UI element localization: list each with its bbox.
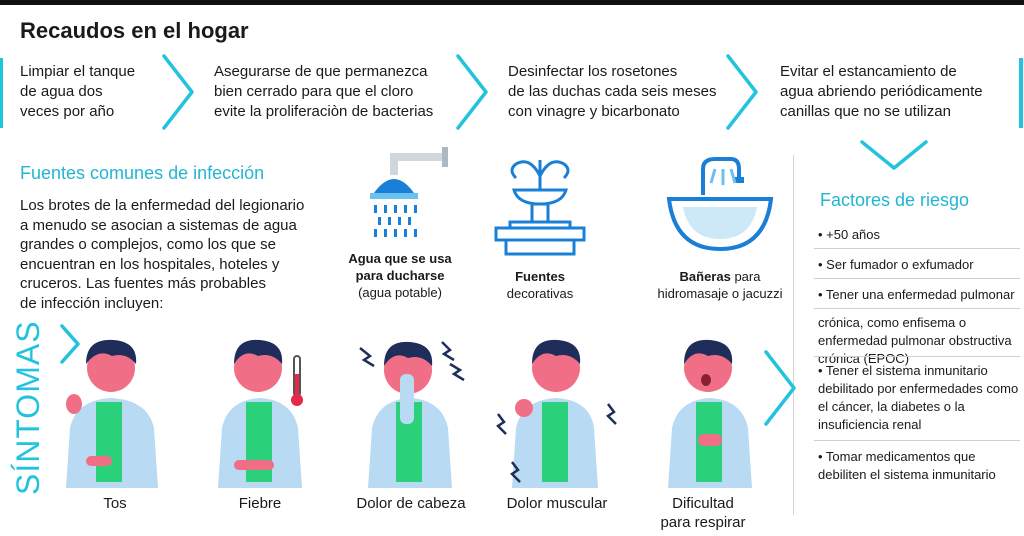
risk-item: • Ser fumador o exfumador <box>818 257 974 272</box>
sources-heading: Fuentes comunes de infección <box>20 163 265 183</box>
chevron-right-icon <box>162 54 194 130</box>
sources-body: Los brotes de la enfermedad del legionar… <box>20 197 305 312</box>
fountain-caption: Fuentes decorativas <box>506 269 574 301</box>
symptoms-heading: SÍNTOMAS <box>10 320 46 495</box>
chevron-down-icon <box>860 140 928 170</box>
shower-caption: Agua que se usa para ducharse (agua pota… <box>348 251 452 300</box>
symptom-label: Fiebre <box>238 495 282 512</box>
risk-heading: Factores de riesgo <box>820 190 970 210</box>
chevron-right-icon <box>764 350 796 426</box>
chevron-right-icon <box>456 54 488 130</box>
left-accent-bar <box>0 58 3 128</box>
bathtub-caption: Bañeras para hidromasaje o jacuzzi <box>657 269 783 301</box>
symptom-label: Dificultad para respirar <box>660 495 746 531</box>
risk-item: • Tener el sistema inmunitario debilitad… <box>818 363 1019 432</box>
person-muscle-pain-illustration <box>496 339 617 488</box>
step-1: Limpiar el tanque de agua dos veces por … <box>20 63 136 120</box>
chevron-right-icon <box>60 324 80 364</box>
right-accent-bar <box>1019 58 1023 128</box>
risk-item: • Tener una enfermedad pulmonar <box>818 287 1015 302</box>
symptom-label: Dolor de cabeza <box>356 495 466 512</box>
risk-separator <box>814 308 1020 309</box>
risk-item: crónica, como enfisema o enfermedad pulm… <box>818 315 1012 366</box>
risk-item: • Tomar medicamentos que debiliten el si… <box>818 449 996 482</box>
step-2: Asegurarse de que permanezca bien cerrad… <box>214 63 434 120</box>
bathtub-icon <box>666 157 774 252</box>
person-headache-illustration <box>359 341 465 488</box>
person-fever-illustration <box>218 339 303 488</box>
risk-separator <box>814 278 1020 279</box>
person-coughing-illustration <box>66 339 158 488</box>
symptom-label: Tos <box>103 495 127 512</box>
top-rule <box>0 0 1024 5</box>
shower-icon <box>370 147 448 237</box>
symptom-label: Dolor muscular <box>506 495 608 512</box>
chevron-right-icon <box>726 54 758 130</box>
person-breathing-illustration <box>668 339 752 488</box>
risk-separator <box>814 248 1020 249</box>
fountain-icon <box>494 160 586 256</box>
step-4: Evitar el estancamiento de agua abriendo… <box>780 63 983 120</box>
risk-item: • +50 años <box>818 227 881 242</box>
page-title: Recaudos en el hogar <box>20 18 249 43</box>
section-divider <box>793 155 794 515</box>
step-3: Desinfectar los rosetones de las duchas … <box>508 63 717 120</box>
risk-separator <box>814 356 1020 357</box>
risk-separator <box>814 440 1020 441</box>
